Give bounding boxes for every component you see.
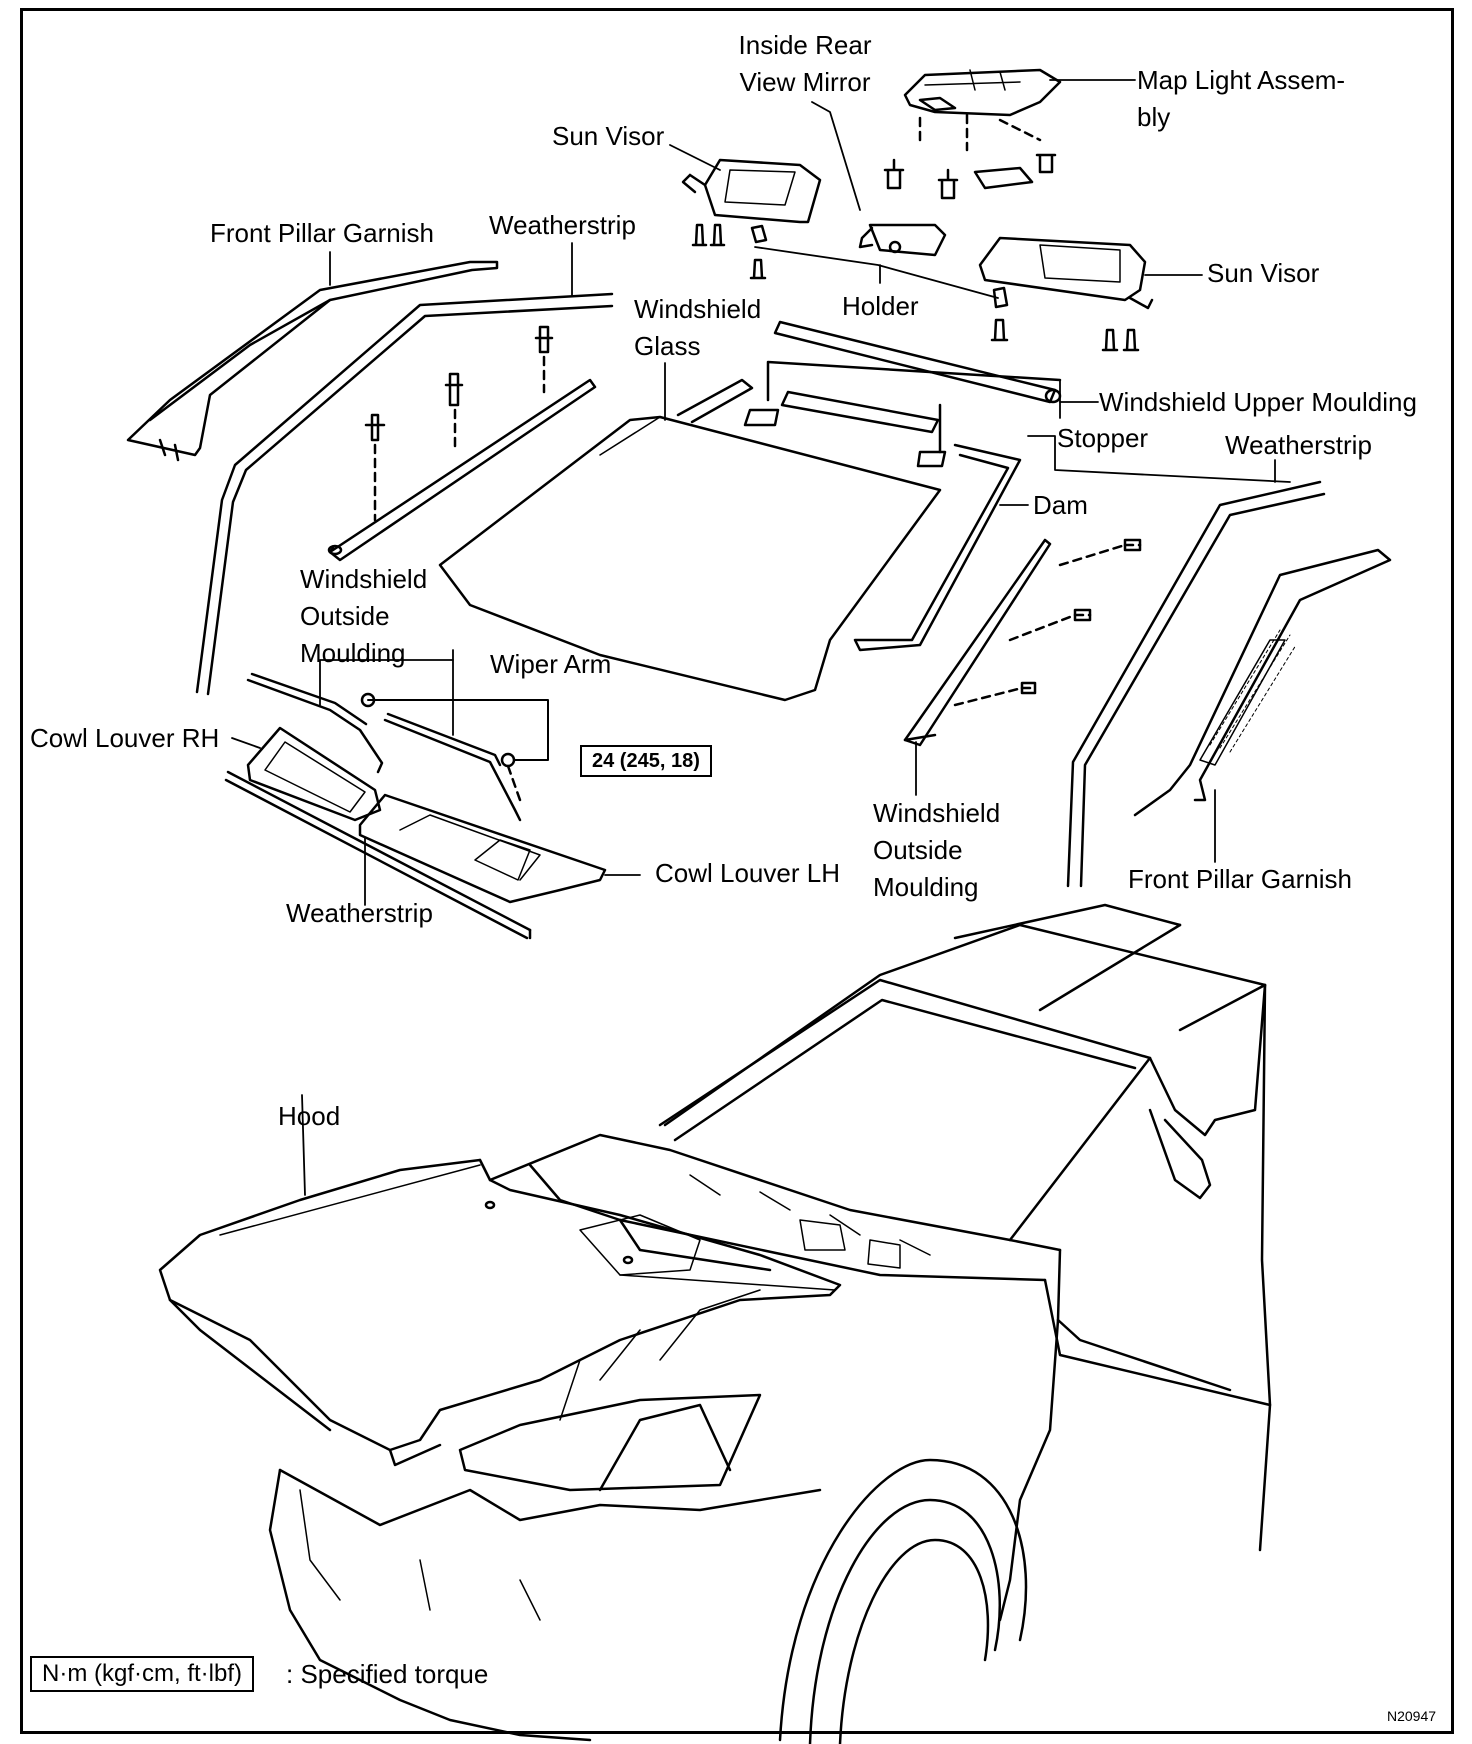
map-light-screws <box>883 153 1057 200</box>
wiper-arm-part <box>246 672 549 822</box>
moulding-clips-left <box>364 325 554 522</box>
dam-part <box>676 378 1022 652</box>
front-pillar-garnish-right-part <box>1133 548 1392 817</box>
diagram-frame <box>20 8 1454 1734</box>
weatherstrip-bottom-part <box>224 770 532 940</box>
torque-legend-description: : Specified torque <box>286 1659 489 1689</box>
label-cowl-louver-rh: Cowl Louver RH <box>30 723 220 753</box>
sun-visor-right-part <box>978 236 1154 310</box>
stopper-part <box>743 360 1062 468</box>
label-dam: Dam <box>1033 490 1088 520</box>
windshield-upper-moulding-part <box>773 320 1062 404</box>
torque-spec-box: 24 (245, 18) <box>580 745 712 777</box>
map-light-assembly-part <box>903 68 1062 152</box>
windshield-outside-moulding-left-part <box>327 378 597 562</box>
front-pillar-garnish-left-part <box>126 260 499 462</box>
label-front-pillar-garnish-left: Front Pillar Garnish <box>210 218 434 248</box>
label-windshield-outside-moulding-left: Windshield Outside Moulding <box>300 564 428 668</box>
label-map-light-assembly: Map Light Assem- bly <box>1137 65 1346 132</box>
sun-visor-screws-left <box>691 223 768 280</box>
hood-part <box>158 1158 842 1467</box>
inside-rear-view-mirror-part <box>858 223 947 257</box>
torque-legend-box: N·m (kgf·cm, ft·lbf) <box>30 1656 254 1692</box>
label-windshield-glass: Windshield Glass <box>634 294 762 361</box>
label-holder: Holder <box>842 291 919 321</box>
label-weatherstrip-top: Weatherstrip <box>489 210 636 240</box>
label-sun-visor-left: Sun Visor <box>552 121 665 151</box>
label-weatherstrip-bottom: Weatherstrip <box>286 898 433 928</box>
windshield-outside-moulding-right-part <box>903 538 1142 747</box>
label-windshield-outside-moulding-right: Windshield Outside Moulding <box>873 798 1001 902</box>
sun-visor-screws-right <box>990 286 1140 352</box>
label-weatherstrip-right: Weatherstrip <box>1225 430 1372 460</box>
label-inside-rear-view-mirror: Inside Rear View Mirror <box>738 30 872 97</box>
label-windshield-upper-moulding: Windshield Upper Moulding <box>1099 387 1417 417</box>
label-hood: Hood <box>278 1101 341 1131</box>
sun-visor-left-part <box>681 158 822 224</box>
label-sun-visor-right: Sun Visor <box>1207 258 1320 288</box>
cowl-louver-part <box>246 726 607 904</box>
label-cowl-louver-lh: Cowl Louver LH <box>655 858 840 888</box>
label-wiper-arm: Wiper Arm <box>490 649 612 679</box>
weatherstrip-right-part <box>1066 480 1326 888</box>
label-front-pillar-garnish-right: Front Pillar Garnish <box>1128 864 1352 894</box>
label-stopper: Stopper <box>1057 423 1149 453</box>
figure-code: N20947 <box>1387 1708 1437 1724</box>
windshield-glass-part <box>438 415 942 702</box>
weatherstrip-left-part <box>195 292 614 696</box>
leader-lines <box>231 79 1291 1196</box>
car-body-drawing <box>268 903 1272 1744</box>
